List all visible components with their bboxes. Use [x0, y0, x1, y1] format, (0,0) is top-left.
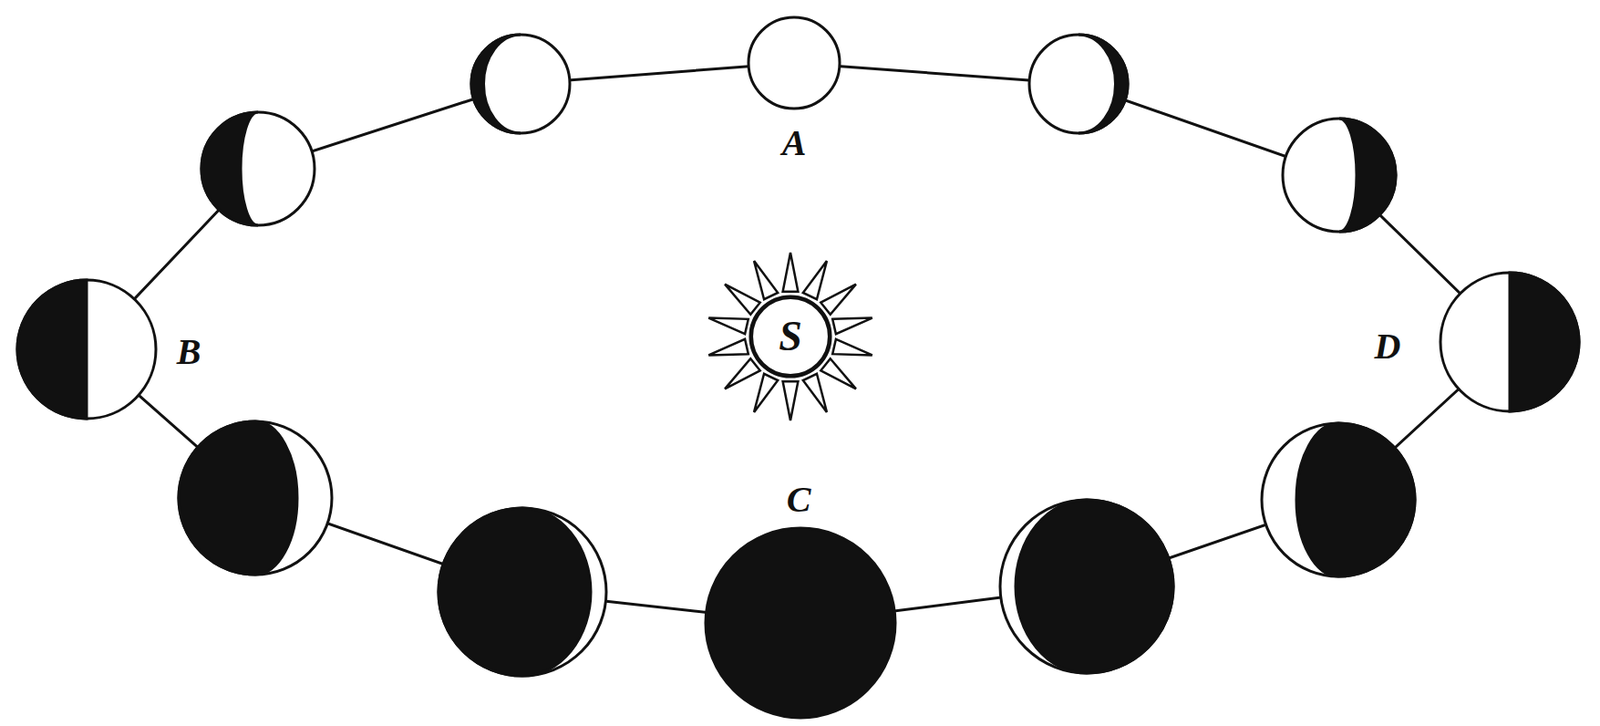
sun-ray — [803, 373, 827, 413]
sun-ray — [753, 260, 778, 300]
sun-ray — [820, 284, 857, 315]
phase-disc — [201, 112, 315, 226]
phase-disc — [471, 34, 570, 134]
sun-ray — [820, 358, 857, 389]
phase-shadow — [1015, 499, 1174, 673]
phase-disc — [178, 421, 332, 575]
phase-shadow — [471, 34, 521, 134]
phase-disc-dark — [705, 527, 896, 718]
phase-disc — [1261, 423, 1415, 577]
phase-disc — [1282, 118, 1396, 232]
sun-ray — [832, 318, 872, 335]
phase-shadow — [1296, 423, 1415, 577]
position-letter: C — [786, 481, 812, 518]
phase-disc — [17, 279, 156, 419]
sun-ray — [832, 339, 872, 356]
sun-ray — [708, 318, 748, 335]
phase-shadow — [1509, 272, 1580, 412]
sun-disc: S — [748, 294, 833, 379]
phase-shadow — [178, 421, 298, 575]
position-letter: D — [1374, 328, 1402, 365]
sun-ray — [724, 284, 761, 315]
sun-rays — [708, 252, 872, 421]
sun-letter: S — [778, 315, 803, 358]
phase-shadow — [438, 507, 591, 676]
sun-ray — [753, 373, 778, 413]
phase-shadow — [1339, 118, 1396, 232]
phase-disc — [1029, 34, 1128, 134]
phase-shadow — [1078, 34, 1128, 134]
phase-shadow — [201, 112, 259, 226]
phase-disc — [1000, 499, 1174, 673]
sun-ray — [708, 339, 748, 356]
phase-disc — [1440, 272, 1580, 412]
phase-disc — [438, 507, 607, 676]
position-letter: B — [176, 333, 202, 371]
phase-disc — [748, 17, 840, 109]
sun-ray — [783, 252, 799, 292]
phase-shadow — [17, 279, 87, 419]
sun-ray — [724, 358, 761, 389]
position-letter: A — [782, 124, 807, 162]
sun-ray — [803, 260, 827, 300]
sun-ray — [783, 381, 799, 421]
